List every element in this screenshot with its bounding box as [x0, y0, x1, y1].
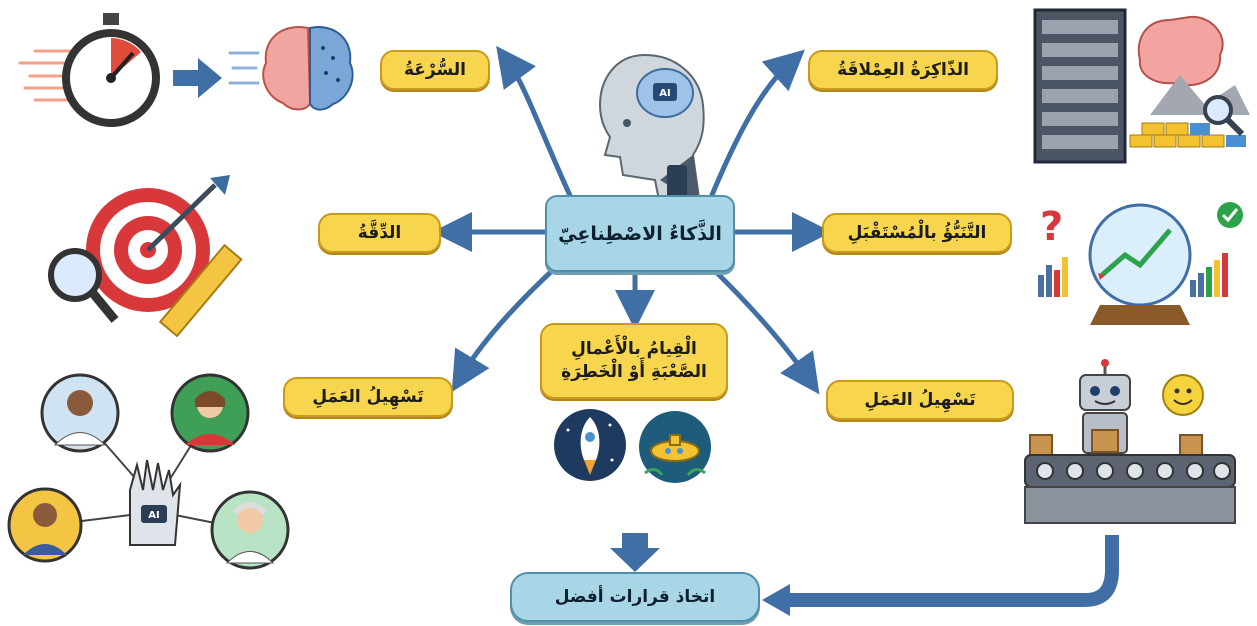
node-hard-tasks-line1: الْقِيامُ بالْأَعْمالِ: [571, 339, 697, 360]
node-ease-work-left: تَسْهِيلُ العَمَلِ: [283, 377, 453, 417]
ai-head-illustration: AI: [598, 53, 705, 205]
center-node-ai: الذَّكاءُ الاصْطِناعِيّ: [545, 195, 735, 272]
smiley-icon: [1162, 374, 1204, 416]
node-future-prediction: التَّنَبُّؤُ بالْمُسْتَقْبَلِ: [822, 213, 1012, 253]
target-accuracy-icon: [48, 175, 243, 338]
node-better-decisions: اتخاذ قرارات أفضل: [510, 572, 760, 622]
node-future-prediction-label: التَّنَبُّؤُ بالْمُسْتَقْبَلِ: [847, 222, 987, 243]
elderly-avatar: [210, 490, 290, 570]
node-ease-work-right-label: تَسْهِيلُ العَمَلِ: [864, 389, 976, 410]
doctor-avatar: [40, 373, 120, 453]
node-ease-work-right: تَسْهِيلُ العَمَلِ: [826, 380, 1014, 420]
submarine-icon: [639, 411, 711, 483]
node-better-decisions-label: اتخاذ قرارات أفضل: [554, 587, 716, 607]
arrow-down-to-outcome: [610, 533, 660, 572]
node-giant-memory-label: الذّاكِرَةُ العِمْلاقَةُ: [837, 59, 969, 80]
ai-head-chip-label: AI: [659, 88, 670, 99]
ai-hand-icon: AI: [129, 459, 182, 546]
woman-avatar: [170, 373, 250, 453]
robot-conveyor-icon: [1024, 359, 1236, 524]
stopwatch-icon: [18, 13, 160, 127]
svg-text:?: ?: [1040, 204, 1063, 250]
node-speed-label: السُّرْعَةُ: [404, 59, 467, 80]
ai-hand-chip-label: AI: [148, 510, 159, 521]
crystal-ball-future-icon: ?: [1038, 202, 1243, 325]
center-node-label: الذَّكاءُ الاصْطِناعِيّ: [558, 222, 722, 245]
arrow-to-memory: [709, 49, 805, 198]
node-accuracy-label: الدِّقَّةُ: [357, 222, 402, 243]
node-ease-work-left-label: تَسْهِيلُ العَمَلِ: [312, 386, 424, 407]
rocket-icon: [554, 409, 626, 481]
hard-tasks-icons: [554, 409, 711, 483]
arrow-to-speed: [496, 45, 575, 203]
arrow-stopwatch-to-brain: [173, 58, 222, 98]
boy-avatar: [7, 487, 83, 563]
node-accuracy: الدِّقَّةُ: [318, 213, 441, 253]
people-ai-network-icon: AI: [7, 373, 290, 570]
node-speed: السُّرْعَةُ: [380, 50, 490, 90]
fast-brain-icon: [228, 26, 354, 111]
node-hard-tasks: الْقِيامُ بالْأَعْمالِ الصَّعْبَةِ أَوْ …: [540, 323, 728, 399]
arrow-conveyor-to-outcome: [790, 535, 1119, 607]
node-hard-tasks-line2: الصَّعْبَةِ أَوْ الْخَطِرَةِ: [561, 362, 707, 382]
node-giant-memory: الذّاكِرَةُ العِمْلاقَةُ: [808, 50, 998, 90]
server-memory-icon: [1033, 8, 1250, 164]
arrow-to-ease-right: [709, 265, 820, 395]
arrow-to-ease-left: [451, 265, 558, 393]
